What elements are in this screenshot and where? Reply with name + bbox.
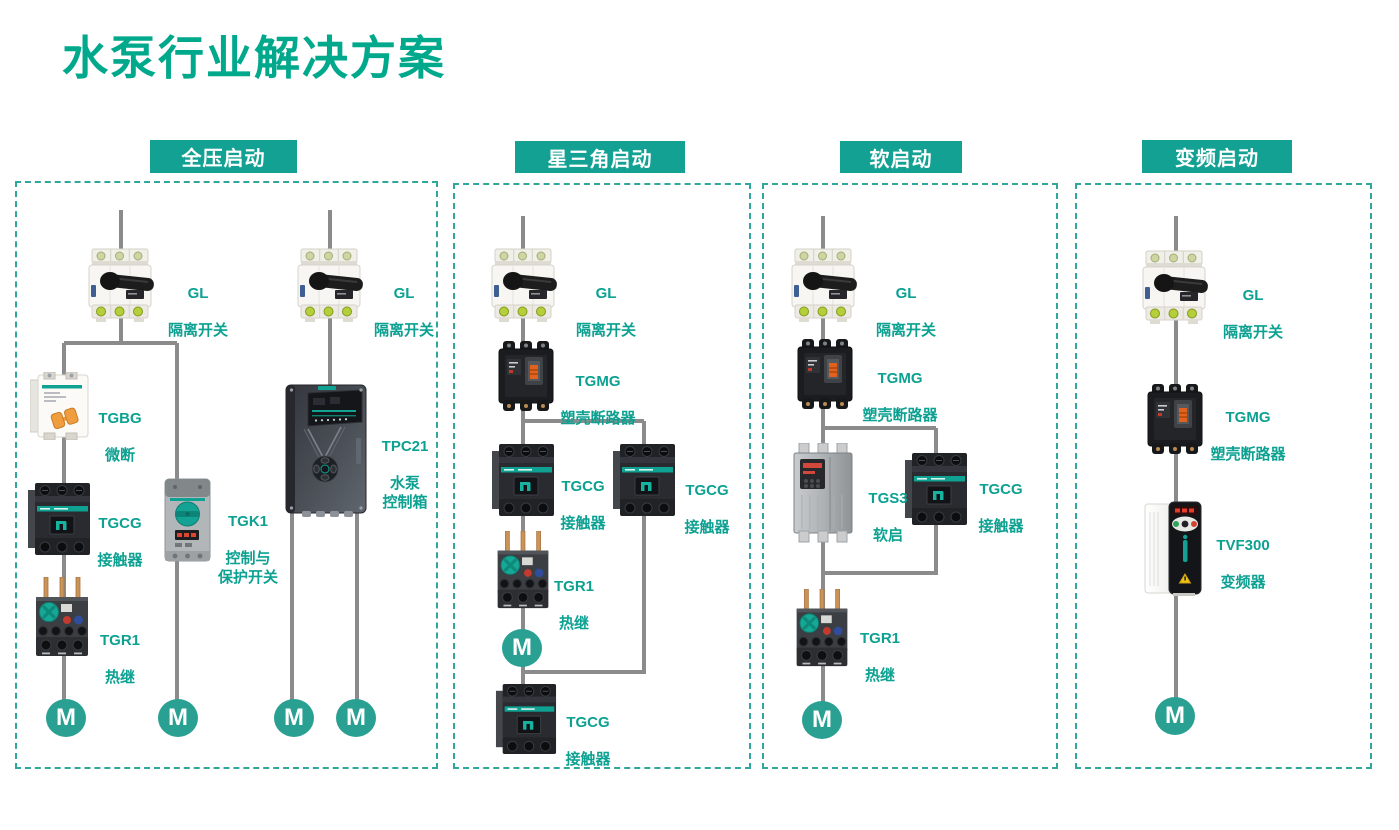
component-desc: 水泵 控制箱 (382, 475, 428, 511)
label-tgk1: TGK1 控制与 保护开关 (208, 494, 288, 607)
component-model: TGCG (561, 477, 605, 495)
panel-star-delta-start (453, 183, 751, 769)
component-desc: 塑壳断路器 (862, 407, 938, 425)
tgs3-soft-starter-image (790, 443, 856, 543)
component-desc: 变频器 (1220, 574, 1266, 592)
tgr1-thermal-relay-image (34, 577, 90, 659)
tgcg-contactor-image (492, 444, 554, 516)
tgmg-mccb-image (1146, 384, 1204, 454)
component-desc: 接触器 (565, 751, 611, 769)
component-desc: 隔离开关 (575, 322, 636, 340)
component-model: TGCG (98, 514, 142, 532)
component-model: GL (1242, 286, 1264, 304)
component-desc: 塑壳断路器 (560, 410, 636, 428)
label-tgr1: TGR1 热继 (92, 613, 148, 707)
tgbg-mcb-image (30, 372, 94, 440)
header-vfd-start: 变频启动 (1142, 140, 1292, 173)
label-tgr1: TGR1 热继 (546, 559, 602, 653)
tgcg-contactor-image (495, 684, 557, 754)
page-title: 水泵行业解决方案 (62, 32, 446, 84)
component-model: TGK1 (227, 512, 268, 530)
motor-circle: M (502, 629, 542, 667)
component-model: TGMG (877, 369, 923, 387)
label-tgmg: TGMG 塑壳断路器 (854, 351, 946, 445)
header-soft-start: 软启动 (840, 141, 962, 173)
label-gl: GL 隔离开关 (866, 266, 946, 360)
tpc21-control-box-image (278, 383, 373, 517)
label-tgcg-star: TGCG 接触器 (558, 695, 618, 789)
tvf300-inverter-image (1143, 500, 1205, 597)
component-desc: 接触器 (978, 518, 1024, 536)
motor-circle: M (336, 699, 376, 737)
component-model: TGCG (566, 713, 610, 731)
component-model: TPC21 (381, 437, 429, 455)
component-model: GL (595, 284, 617, 302)
component-model: TGR1 (859, 629, 900, 647)
gl-isolator-switch-image (789, 247, 861, 323)
tgcg-contactor-image (613, 444, 675, 516)
tgmg-mccb-image (796, 339, 854, 409)
component-model: TGCG (979, 480, 1023, 498)
component-model: TGR1 (99, 631, 140, 649)
component-model: TGBG (98, 409, 142, 427)
panel-soft-start (762, 183, 1058, 769)
component-desc: 隔离开关 (373, 322, 434, 340)
tgr1-thermal-relay-image (794, 589, 850, 669)
component-model: GL (895, 284, 917, 302)
label-tgcg: TGCG 接触器 (90, 496, 150, 590)
panel-vfd-start (1075, 183, 1372, 769)
tgcg-contactor-image (28, 483, 90, 555)
component-model: TGMG (1225, 408, 1271, 426)
label-tgr1: TGR1 热继 (852, 611, 908, 705)
component-desc: 隔离开关 (1222, 324, 1283, 342)
label-gl: GL 隔离开关 (566, 266, 646, 360)
component-model: TGMG (575, 372, 621, 390)
label-tgcg-main: TGCG 接触器 (553, 459, 613, 553)
component-model: GL (393, 284, 415, 302)
gl-isolator-switch-image (489, 247, 561, 323)
motor-circle: M (46, 699, 86, 737)
component-model: GL (187, 284, 209, 302)
component-desc: 塑壳断路器 (1210, 446, 1286, 464)
label-gl-b: GL 隔离开关 (364, 266, 444, 360)
panel-full-voltage-start (15, 181, 438, 769)
component-desc: 接触器 (97, 552, 143, 570)
component-desc: 微断 (104, 447, 135, 465)
component-desc: 隔离开关 (167, 322, 228, 340)
header-star-delta-start: 星三角启动 (515, 141, 685, 173)
component-desc: 隔离开关 (875, 322, 936, 340)
tgr1-thermal-relay-image (495, 531, 551, 611)
tgmg-mccb-image (497, 341, 555, 411)
component-model: TGCG (685, 481, 729, 499)
header-full-voltage-start: 全压启动 (150, 140, 297, 173)
component-model: TVF300 (1216, 536, 1270, 554)
component-desc: 控制与 保护开关 (217, 550, 278, 586)
motor-circle: M (802, 701, 842, 739)
gl-isolator-switch-image (86, 247, 158, 323)
motor-circle: M (274, 699, 314, 737)
label-tgs3: TGS3 软启 (860, 471, 916, 565)
component-desc: 热继 (864, 667, 895, 685)
tgk1-control-switch-image (161, 477, 214, 563)
component-model: TGR1 (553, 577, 594, 595)
gl-isolator-switch-image (295, 247, 367, 323)
label-tgmg: TGMG 塑壳断路器 (1202, 390, 1294, 484)
component-model: TGS3 (868, 489, 908, 507)
component-desc: 热继 (104, 669, 135, 687)
label-tpc21: TPC21 水泵 控制箱 (372, 419, 438, 532)
label-tgbg: TGBG 微断 (90, 391, 150, 485)
label-gl-a: GL 隔离开关 (158, 266, 238, 360)
label-tgmg: TGMG 塑壳断路器 (552, 354, 644, 448)
component-desc: 热继 (558, 615, 589, 633)
component-desc: 接触器 (560, 515, 606, 533)
label-tgcg-delta: TGCG 接触器 (677, 463, 737, 557)
gl-isolator-switch-image (1140, 249, 1212, 325)
label-tvf300: TVF300 变频器 (1210, 518, 1276, 612)
label-tgcg: TGCG 接触器 (971, 462, 1031, 556)
label-gl: GL 隔离开关 (1213, 268, 1293, 362)
component-desc: 软启 (872, 527, 903, 545)
component-desc: 接触器 (684, 519, 730, 537)
motor-circle: M (1155, 697, 1195, 735)
motor-circle: M (158, 699, 198, 737)
